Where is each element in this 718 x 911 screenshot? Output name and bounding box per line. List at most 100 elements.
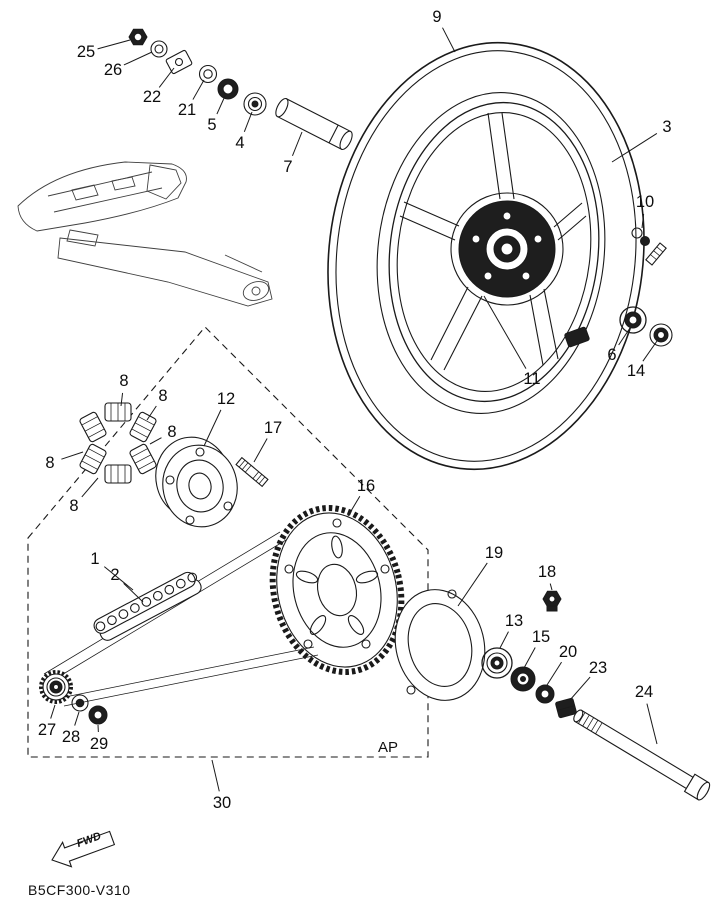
callout-4: 4 (235, 134, 244, 152)
diagram-code: B5CF300-V310 (28, 882, 131, 898)
part-18-nut (542, 590, 562, 612)
part-6-bearing (619, 306, 647, 334)
leader-8 (120, 392, 124, 407)
callout-8: 8 (158, 387, 167, 405)
callout-30: 30 (213, 794, 231, 812)
leader-2 (123, 582, 144, 603)
part-29-nut (88, 705, 108, 725)
leader-19 (457, 562, 488, 607)
callout-16: 16 (357, 477, 375, 495)
leader-20 (546, 661, 562, 686)
part-25-nut (128, 28, 148, 46)
leader-8 (81, 477, 99, 498)
part-27-drive-sprocket (39, 670, 73, 704)
swingarm-sketch (17, 161, 273, 307)
leader-8 (61, 451, 84, 460)
leader-10 (641, 213, 645, 229)
callout-10: 10 (636, 193, 654, 211)
leader-13 (499, 631, 509, 649)
callout-28: 28 (62, 728, 80, 746)
callout-20: 20 (559, 643, 577, 661)
leader-24 (646, 703, 658, 745)
ap-label: AP (378, 739, 398, 756)
callout-9: 9 (432, 8, 441, 26)
leader-4 (243, 111, 253, 132)
tire (327, 41, 645, 471)
axle-spacer-parts (128, 28, 353, 151)
leader-28 (74, 711, 80, 726)
callout-8: 8 (45, 454, 54, 472)
hub (458, 200, 556, 298)
callout-3: 3 (662, 118, 671, 136)
callout-2: 2 (110, 566, 119, 584)
part-17-stud (235, 456, 269, 488)
callout-25: 25 (77, 43, 95, 61)
part-22-plate (165, 49, 193, 75)
leader-25 (97, 39, 131, 50)
callout-19: 19 (485, 544, 503, 562)
part-26-washer (150, 40, 168, 58)
rear-wheel (327, 41, 645, 471)
fwd-arrow: FWD (51, 830, 116, 868)
callout-6: 6 (607, 346, 616, 364)
callout-21: 21 (178, 101, 196, 119)
callout-27: 27 (38, 721, 56, 739)
rim (388, 101, 600, 403)
part-12-clutch-hub (155, 436, 238, 528)
ap-boundary (27, 326, 429, 758)
callout-18: 18 (538, 563, 556, 581)
leader-18 (549, 583, 553, 591)
callout-11: 11 (523, 370, 540, 388)
leader-16 (347, 496, 361, 517)
part-19-plate (394, 589, 486, 701)
leader-8 (149, 437, 162, 445)
part-14-seal (649, 323, 673, 347)
callout-7: 7 (283, 158, 292, 176)
callout-8: 8 (119, 372, 128, 390)
leader-30 (211, 759, 220, 792)
callout-26: 26 (104, 61, 122, 79)
leader-27 (50, 704, 56, 719)
callout-14: 14 (627, 362, 645, 380)
callout-12: 12 (217, 390, 235, 408)
callout-5: 5 (207, 116, 216, 134)
leader-6 (618, 327, 631, 346)
part-5-seal (217, 78, 239, 100)
callout-8: 8 (167, 423, 176, 441)
leader-12 (203, 409, 222, 447)
part-23-chain-puller (555, 697, 577, 719)
part-16-rear-sprocket (269, 505, 405, 675)
damper-set (79, 402, 157, 484)
part-15-seal (510, 666, 536, 692)
leader-22 (158, 67, 175, 88)
part-13-bearing (481, 647, 513, 679)
balance-weight (564, 326, 590, 348)
callout-17: 17 (264, 419, 282, 437)
part-24-axle (573, 709, 711, 801)
leader-15 (523, 647, 536, 669)
callout-8: 8 (69, 497, 78, 515)
part-10-valve (631, 227, 667, 266)
callout-15: 15 (532, 628, 550, 646)
leader-5 (216, 95, 226, 115)
part-7-collar (275, 97, 353, 151)
leader-11 (483, 295, 527, 369)
callout-22: 22 (143, 88, 161, 106)
leader-21 (192, 79, 205, 100)
callout-layer: 2526222154793106141188888121716121918131… (38, 8, 672, 812)
part-28-washer (71, 694, 89, 712)
callout-24: 24 (635, 683, 653, 701)
part-4-bearing (243, 92, 267, 116)
leader-1 (103, 566, 134, 591)
part-21-washer (198, 64, 218, 84)
leader-9 (442, 27, 456, 53)
leader-26 (123, 51, 153, 66)
callout-29: 29 (90, 735, 108, 753)
callout-1: 1 (90, 550, 99, 568)
leader-17 (253, 438, 268, 463)
callout-13: 13 (505, 612, 523, 630)
leader-8 (146, 405, 157, 421)
leader-7 (291, 131, 303, 157)
